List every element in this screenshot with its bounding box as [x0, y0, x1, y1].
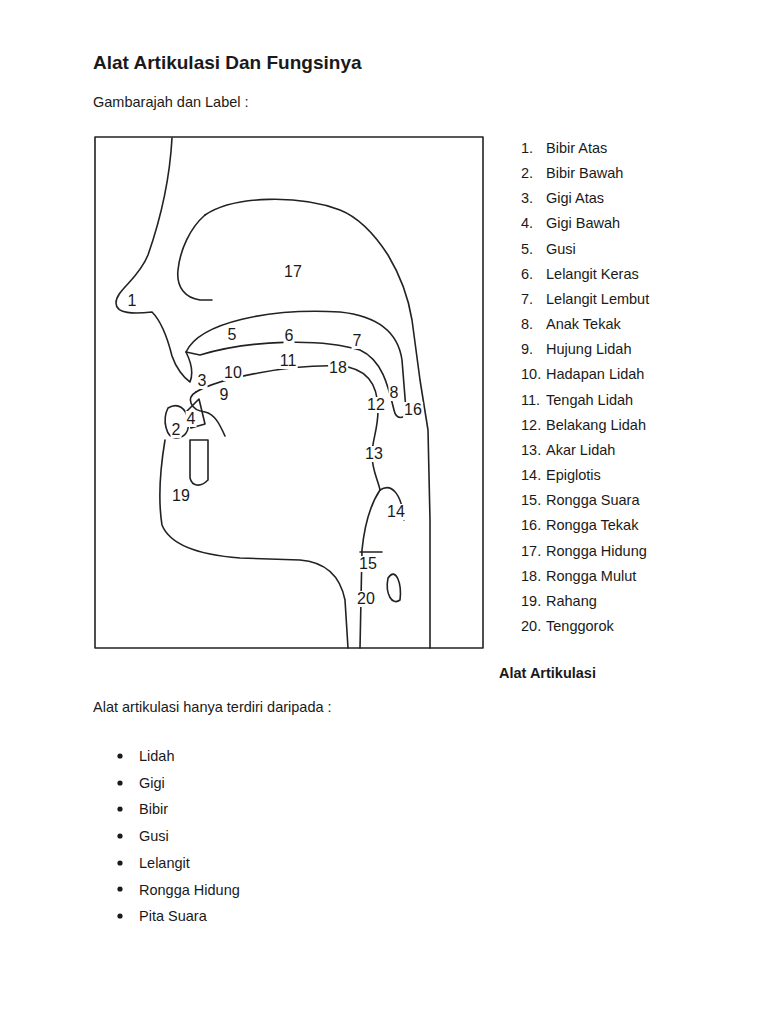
callout-number: 6	[284, 328, 295, 344]
section-heading: Alat Artikulasi	[499, 665, 596, 681]
part-name: Akar Lidah	[546, 442, 615, 458]
nasal-pharynx-wall	[205, 199, 430, 648]
callout-number: 16	[403, 402, 423, 418]
callout-number: 5	[227, 327, 238, 343]
list-number: 13.	[521, 442, 541, 458]
callout-number: 14	[386, 504, 406, 520]
list-number: 8.	[521, 316, 533, 332]
callout-number: 15	[358, 556, 378, 572]
callout-number: 3	[197, 373, 208, 389]
part-name: Gusi	[546, 241, 576, 257]
list-number: 1.	[521, 140, 533, 156]
bullet-item: Lelangit	[139, 855, 190, 871]
part-name: Rongga Suara	[546, 492, 640, 508]
callout-number: 18	[328, 360, 348, 376]
callout-number: 11	[279, 353, 298, 369]
bullet-dot	[117, 860, 122, 865]
callout-number: 2	[171, 422, 182, 438]
part-name: Rongga Mulut	[546, 568, 636, 584]
bullet-dot	[117, 913, 122, 918]
list-number: 9.	[521, 341, 533, 357]
list-number: 14.	[521, 467, 541, 483]
callout-number: 20	[356, 591, 376, 607]
list-number: 5.	[521, 241, 533, 257]
section-label: Gambarajah dan Label :	[93, 94, 249, 110]
part-name: Bibir Bawah	[546, 165, 623, 181]
bullet-dot	[117, 753, 122, 758]
part-name: Epiglotis	[546, 467, 601, 483]
callout-number: 8	[389, 385, 400, 401]
bullet-item: Gusi	[139, 828, 169, 844]
bullet-item: Pita Suara	[139, 908, 207, 924]
list-number: 20.	[521, 618, 541, 634]
list-number: 15.	[521, 492, 541, 508]
palate	[186, 311, 406, 417]
bullet-item: Lidah	[139, 748, 174, 764]
part-name: Lelangit Lembut	[546, 291, 649, 307]
callout-number: 17	[283, 264, 303, 280]
callout-number: 9	[219, 387, 230, 403]
part-name: Anak Tekak	[546, 316, 621, 332]
page-title: Alat Artikulasi Dan Fungsinya	[93, 52, 362, 74]
part-name: Hadapan Lidah	[546, 366, 644, 382]
bullet-item: Bibir	[139, 801, 168, 817]
callout-number: 12	[366, 397, 386, 413]
figure-frame	[95, 137, 483, 648]
bullet-dot	[117, 886, 122, 891]
list-number: 11.	[521, 392, 540, 408]
part-name: Gigi Atas	[546, 190, 604, 206]
bullet-dot	[117, 833, 122, 838]
nostril	[178, 215, 212, 300]
chin-neck	[160, 440, 348, 648]
part-name: Lelangit Keras	[546, 266, 639, 282]
list-number: 4.	[521, 215, 533, 231]
callout-number: 10	[223, 365, 243, 381]
list-number: 18.	[521, 568, 541, 584]
vocal-fold	[387, 574, 400, 601]
list-number: 19.	[521, 593, 541, 609]
list-number: 16.	[521, 517, 541, 533]
mandible	[190, 440, 208, 485]
part-name: Rongga Hidung	[546, 543, 647, 559]
intro-text: Alat artikulasi hanya terdiri daripada :	[93, 699, 332, 715]
part-name: Rahang	[546, 593, 597, 609]
list-number: 12.	[521, 417, 541, 433]
part-name: Bibir Atas	[546, 140, 607, 156]
part-name: Gigi Bawah	[546, 215, 620, 231]
list-number: 7.	[521, 291, 533, 307]
list-number: 3.	[521, 190, 533, 206]
bullet-dots	[117, 753, 122, 918]
part-name: Hujung Lidah	[546, 341, 631, 357]
bullet-dot	[117, 806, 122, 811]
list-number: 10.	[521, 366, 541, 382]
bullet-item: Gigi	[139, 775, 165, 791]
part-name: Tenggorok	[546, 618, 614, 634]
callout-number: 1	[127, 293, 138, 309]
callout-number: 13	[364, 446, 384, 462]
part-name: Rongga Tekak	[546, 517, 638, 533]
callout-number: 7	[352, 333, 363, 349]
part-name: Belakang Lidah	[546, 417, 646, 433]
bullet-dot	[117, 780, 122, 785]
bullet-item: Rongga Hidung	[139, 882, 240, 898]
callout-number: 19	[171, 488, 191, 504]
lower-teeth	[186, 399, 205, 428]
list-number: 6.	[521, 266, 533, 282]
list-number: 2.	[521, 165, 533, 181]
part-name: Tengah Lidah	[546, 392, 633, 408]
larynx-line	[360, 551, 382, 553]
callout-number: 4	[186, 411, 197, 427]
tongue	[196, 366, 380, 490]
list-number: 17.	[521, 543, 541, 559]
